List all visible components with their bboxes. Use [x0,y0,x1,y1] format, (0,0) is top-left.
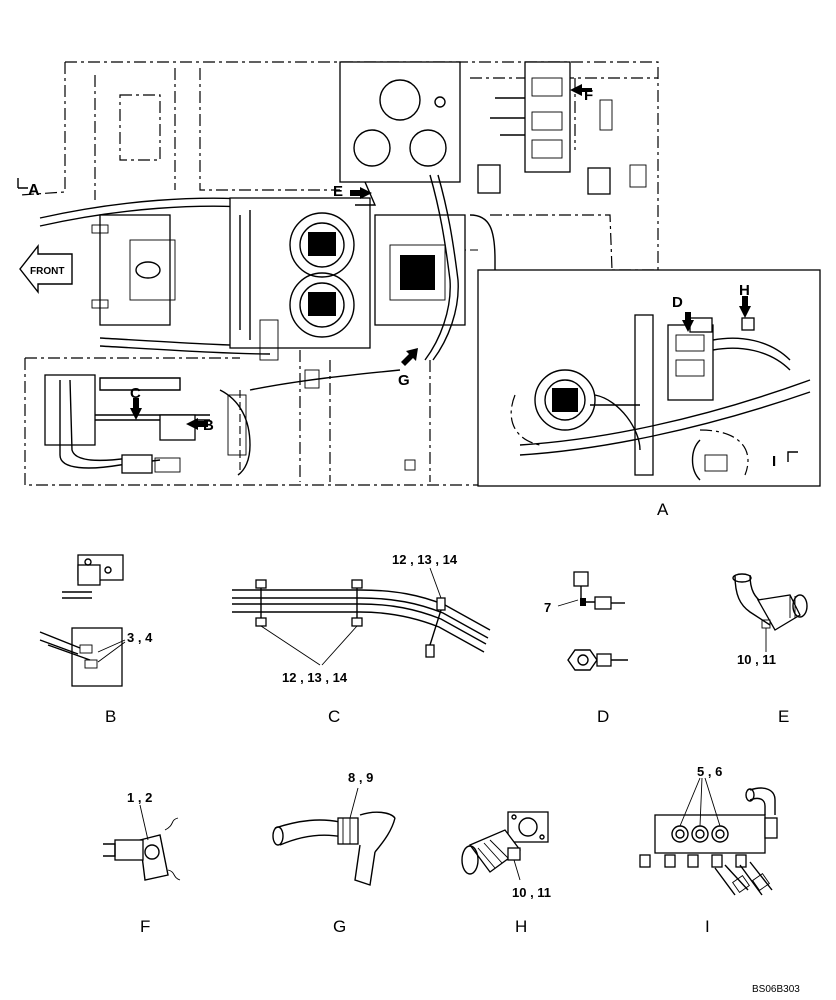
detail-g-caption: G [333,917,346,936]
callout-i: I [772,453,776,470]
detail-g: 8 , 9 [272,770,396,886]
detail-h-part-numbers: 10 , 11 [512,885,551,900]
arrow-f-icon [570,84,592,96]
detail-b-part-numbers: 3 , 4 [127,630,153,645]
detail-e-caption: E [778,707,789,726]
detail-h: 10 , 11 [461,811,551,900]
arrow-h-icon [739,296,751,318]
front-label: FRONT [30,266,64,277]
detail-i-part-numbers: 5 , 6 [697,764,722,779]
arrow-d-icon [682,312,694,332]
callout-c: C [130,385,141,402]
detail-d-part-numbers: 7 [544,600,551,615]
section-marker-a: A [28,182,40,199]
detail-i-caption: I [705,917,710,936]
callout-b: B [203,417,214,434]
detail-g-part-numbers: 8 , 9 [348,770,373,785]
callout-h: H [739,282,750,299]
detail-c: 12 , 13 , 14 12 , 13 , 14 [232,552,491,685]
detail-d-caption: D [597,707,609,726]
detail-f: 1 , 2 [103,790,181,881]
drawing-id: BS06B303 [752,984,800,995]
arrow-c-icon [130,398,142,420]
detail-c-part-numbers-bottom: 12 , 13 , 14 [282,670,348,685]
detail-a-caption: A [657,500,669,519]
front-direction-arrow: FRONT [19,243,73,295]
main-assembly-view: FRONT A F E G C B [17,61,659,486]
detail-f-part-numbers: 1 , 2 [127,790,152,805]
detail-e: 10 , 11 [732,573,808,667]
detail-b: 3 , 4 [39,554,153,687]
arrow-b-icon [186,418,208,430]
detail-e-part-numbers: 10 , 11 [737,652,776,667]
detail-c-caption: C [328,707,340,726]
arrow-e-icon [350,187,372,199]
detail-h-caption: H [515,917,527,936]
detail-a-inset: D H I [477,269,821,487]
detail-b-caption: B [105,707,116,726]
callout-e: E [333,183,343,200]
detail-i: 5 , 6 [639,764,778,896]
detail-c-part-numbers-top: 12 , 13 , 14 [392,552,458,567]
callout-d: D [672,294,683,311]
callout-g: G [398,372,410,389]
arrow-g-icon [401,348,418,366]
detail-f-caption: F [140,917,150,936]
detail-d: 7 [544,571,628,671]
callout-f: F [584,87,593,104]
